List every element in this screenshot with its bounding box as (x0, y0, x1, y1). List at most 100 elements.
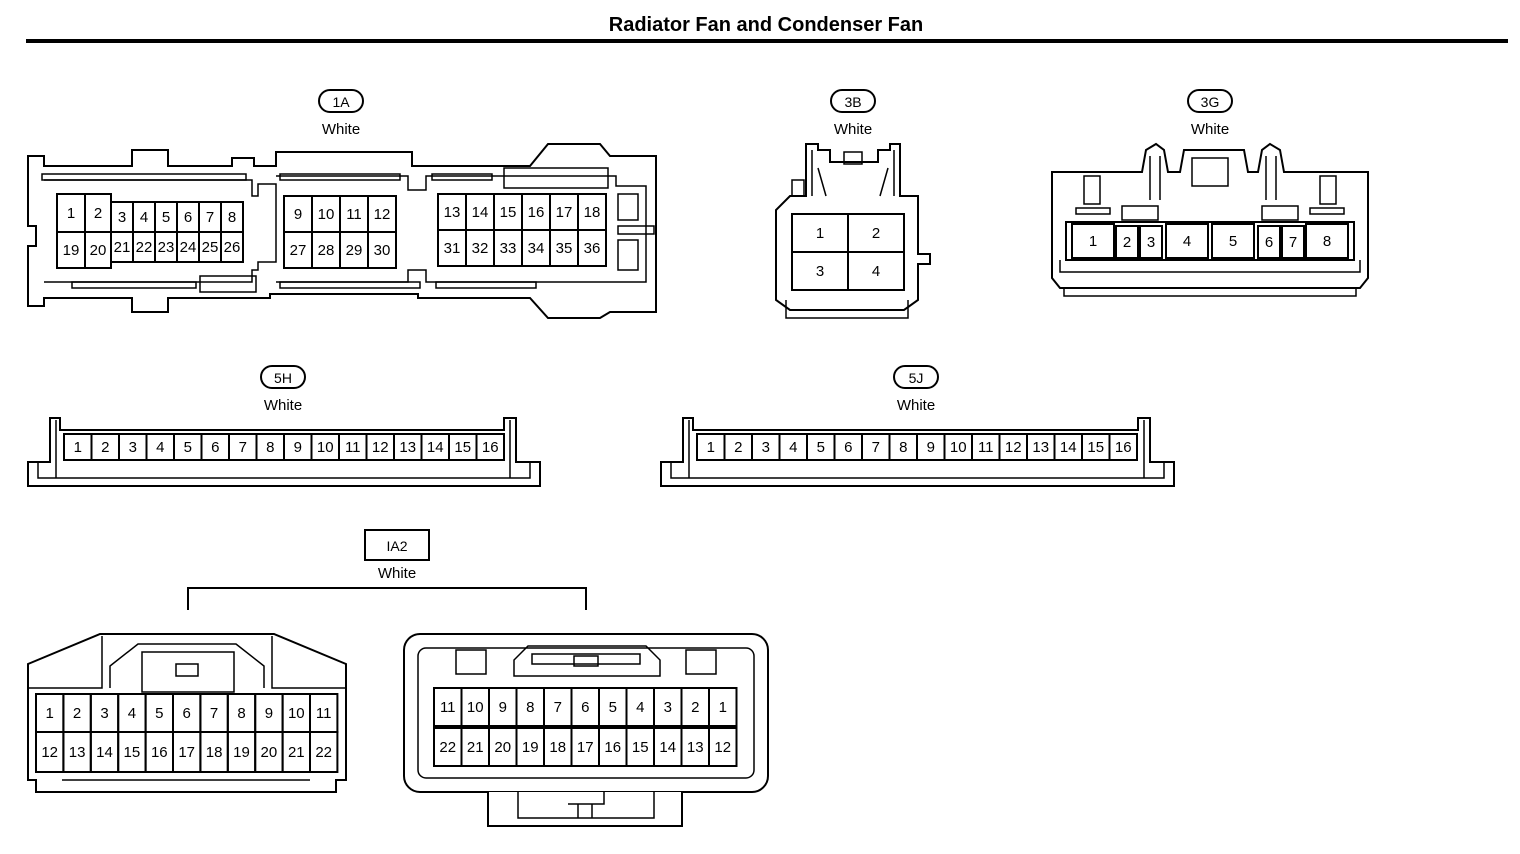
pin-5H-13: 13 (399, 439, 416, 456)
pin-1A-17: 17 (556, 204, 573, 221)
pin-5H-8: 8 (266, 439, 274, 456)
pin-5H-6: 6 (211, 439, 219, 456)
pin-3G-2: 2 (1123, 234, 1131, 251)
pin-5J-4: 4 (789, 439, 797, 456)
pin-5J-13: 13 (1032, 439, 1049, 456)
pin-5J-8: 8 (899, 439, 907, 456)
pin-IA2-male-22-cell (309, 731, 339, 773)
connector-IA2-bracket (187, 587, 587, 610)
pin-1A-33: 33 (500, 240, 517, 257)
pin-1A-25: 25 (202, 239, 219, 256)
pin-3G-8-cell (1305, 223, 1349, 259)
pin-IA2-male-5: 5 (155, 705, 163, 722)
connector-5J-color: White (897, 397, 935, 414)
pin-IA2-female-22: 22 (439, 739, 456, 756)
pin-1A-30: 30 (374, 242, 391, 259)
pin-1A-13: 13 (444, 204, 461, 221)
pin-IA2-female-17: 17 (577, 739, 594, 756)
pin-IA2-female-15: 15 (632, 739, 649, 756)
pin-5H-5: 5 (184, 439, 192, 456)
connector-5H-housing (27, 417, 541, 487)
pin-3G-6: 6 (1265, 234, 1273, 251)
pin-1A-27: 27 (290, 242, 307, 259)
pin-5H-2: 2 (101, 439, 109, 456)
pin-5J-7: 7 (872, 439, 880, 456)
connector-3G-color: White (1191, 121, 1229, 138)
connector-1A-housing (27, 143, 657, 319)
pin-1A-8: 8 (228, 209, 236, 226)
pin-5H-10: 10 (317, 439, 334, 456)
pin-5J-12: 12 (1005, 439, 1022, 456)
connector-IA2-id: IA2 (386, 538, 407, 554)
pin-5H-16: 16 (482, 439, 499, 456)
pin-5J-10: 10 (950, 439, 967, 456)
pin-IA2-female-5: 5 (609, 699, 617, 716)
pin-IA2-female-1-cell (708, 687, 738, 727)
connector-3B-label: 3B White (830, 89, 876, 138)
pin-5J-2: 2 (734, 439, 742, 456)
pin-1A-31: 31 (444, 240, 461, 257)
pin-IA2-male-2: 2 (73, 705, 81, 722)
pin-IA2-female-3: 3 (664, 699, 672, 716)
pin-IA2-female-7: 7 (554, 699, 562, 716)
pin-1A-2: 2 (94, 205, 102, 222)
pin-IA2-male-1: 1 (46, 705, 54, 722)
pin-5H-14: 14 (427, 439, 444, 456)
pin-IA2-male-20: 20 (261, 744, 278, 761)
pin-3G-5-cell (1211, 223, 1255, 259)
pin-3G-2-cell (1115, 225, 1139, 259)
pin-IA2-female-14: 14 (659, 739, 676, 756)
pin-5H-9: 9 (294, 439, 302, 456)
connector-5J-id: 5J (909, 370, 924, 386)
pin-5H-7: 7 (239, 439, 247, 456)
pin-IA2-female-2: 2 (691, 699, 699, 716)
pin-5H-3: 3 (129, 439, 137, 456)
pin-5J-1: 1 (707, 439, 715, 456)
pin-1A-36-cell (577, 229, 607, 267)
pin-IA2-female-13: 13 (687, 739, 704, 756)
pin-IA2-male-18: 18 (206, 744, 223, 761)
pin-1A-14: 14 (472, 204, 489, 221)
pin-3G-3-cell (1139, 225, 1163, 259)
pin-IA2-male-15: 15 (124, 744, 141, 761)
pin-IA2-female-1: 1 (719, 699, 727, 716)
connector-3G-id: 3G (1201, 94, 1220, 110)
pin-5J-14: 14 (1060, 439, 1077, 456)
pin-1A-36: 36 (584, 240, 601, 257)
connector-5H-color: White (264, 397, 302, 414)
pin-IA2-male-3: 3 (100, 705, 108, 722)
pin-IA2-male-21: 21 (288, 744, 305, 761)
pin-3G-7: 7 (1289, 234, 1297, 251)
pin-IA2-female-20: 20 (494, 739, 511, 756)
pin-3G-5: 5 (1229, 233, 1237, 250)
pin-5H-1: 1 (74, 439, 82, 456)
pin-3G-6-cell (1257, 225, 1281, 259)
pin-3G-1: 1 (1089, 233, 1097, 250)
pin-3B-2: 2 (872, 225, 880, 242)
pin-1A-26: 26 (224, 239, 241, 256)
pin-5J-16-cell (1108, 433, 1138, 461)
pin-IA2-female-19: 19 (522, 739, 539, 756)
pin-3G-4: 4 (1183, 233, 1191, 250)
pin-1A-35: 35 (556, 240, 573, 257)
connector-3B-color: White (834, 121, 872, 138)
connector-1A-id: 1A (332, 94, 350, 110)
pin-IA2-female-18: 18 (549, 739, 566, 756)
pin-IA2-male-19: 19 (233, 744, 250, 761)
pin-1A-21: 21 (114, 239, 131, 256)
pin-5H-12: 12 (372, 439, 389, 456)
pin-3G-7-cell (1281, 225, 1305, 259)
pin-1A-30-cell (367, 231, 397, 269)
pin-5J-16: 16 (1115, 439, 1132, 456)
pin-IA2-female-11: 11 (440, 699, 456, 716)
connector-IA2-color: White (378, 565, 416, 582)
